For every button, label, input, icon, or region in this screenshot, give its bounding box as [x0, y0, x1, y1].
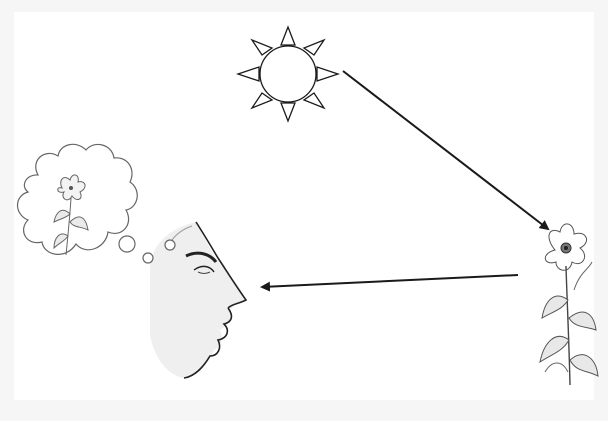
- thought-bubble-icon: [18, 144, 176, 263]
- sun-icon: [238, 27, 338, 121]
- arrow-flower-to-eye: [262, 275, 518, 287]
- face-profile-icon: [150, 222, 246, 378]
- flower-icon: [540, 224, 598, 385]
- arrow-sun-to-flower: [343, 71, 548, 229]
